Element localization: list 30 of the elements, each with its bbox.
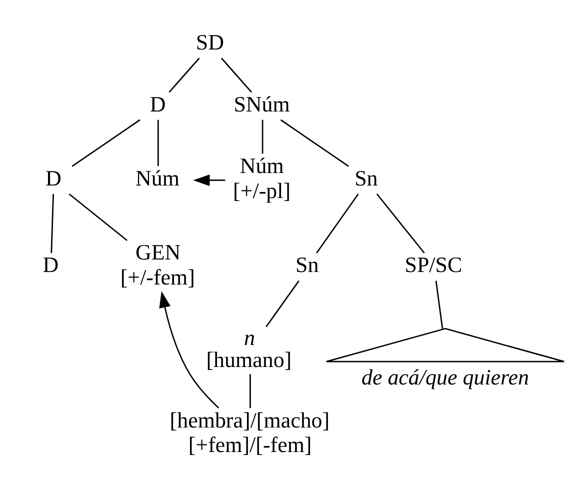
node-text: SP/SC [404,252,462,278]
arrow [159,291,220,408]
node-text: D [42,252,59,278]
node-text: Núm [135,165,180,190]
connector [68,193,128,242]
node-text: n [humano] [206,324,292,372]
node-text: SD [196,29,224,54]
arrow [193,174,226,186]
connector [266,280,300,328]
connector [50,194,54,254]
connector [72,119,140,167]
node-triangle [326,328,565,362]
node-text: [hembra]/[macho] [+fem]/[-fem] [170,407,330,457]
node-text: D [45,165,62,190]
connector [316,194,359,254]
connector [168,58,200,93]
node-text: Núm [+/-pl] [233,153,291,203]
node-text: D [150,91,166,116]
node-text: Sn [354,165,378,190]
connector [376,194,425,254]
node-text: Sn [296,252,319,278]
connector [280,119,350,167]
node-text: SNúm [234,91,290,116]
connector [220,58,252,93]
node-text: GEN [+/-fem] [120,240,195,290]
connector [435,280,444,329]
node-label: de acá/que quieren [361,364,530,390]
connector [262,120,264,154]
connector [250,374,251,408]
connector [157,120,159,166]
